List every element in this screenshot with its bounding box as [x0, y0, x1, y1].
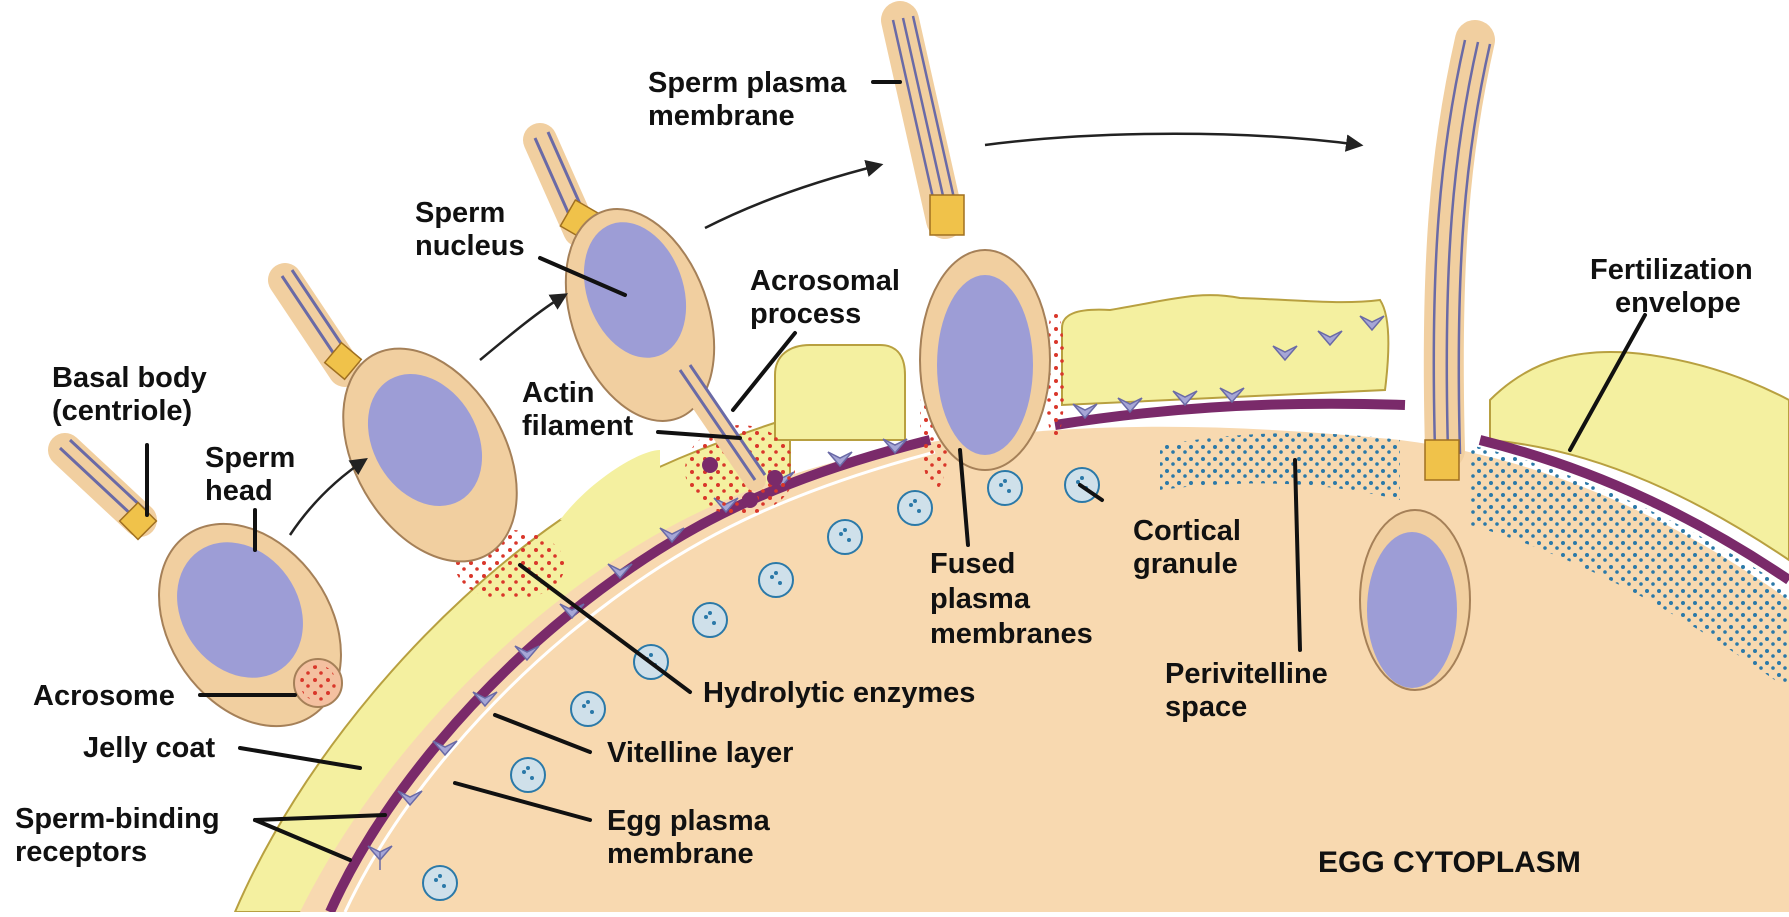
label-fused-plasma-membranes: Fused — [930, 548, 1015, 580]
label-fused-plasma-membranes-2: plasma — [930, 583, 1031, 615]
label-egg-plasma-membrane: Egg plasma — [607, 805, 771, 837]
label-actin-filament: Actin — [522, 377, 595, 409]
label-sperm-binding-receptors: Sperm-binding — [15, 803, 220, 835]
label-sperm-head-2: head — [205, 475, 273, 507]
vitelline-layer — [1055, 404, 1405, 425]
label-cortical-granule-2: granule — [1133, 548, 1238, 580]
label-hydrolytic-enzymes: Hydrolytic enzymes — [703, 677, 975, 709]
label-sperm-nucleus: Sperm — [415, 197, 505, 229]
label-acrosome: Acrosome — [33, 680, 175, 712]
jelly-coat-block — [775, 345, 905, 440]
jelly-coat-block — [560, 450, 660, 520]
label-fertilization-envelope: Fertilization — [1590, 254, 1753, 286]
label-basal-body: Basal body — [52, 362, 207, 394]
label-perivitelline-space-2: space — [1165, 691, 1247, 723]
label-fertilization-envelope-2: envelope — [1615, 287, 1741, 319]
label-perivitelline-space: Perivitelline — [1165, 658, 1328, 690]
sperm-4 — [893, 16, 1050, 470]
label-actin-filament-2: filament — [522, 410, 634, 442]
jelly-coat-block — [1062, 295, 1388, 405]
label-vitelline-layer: Vitelline layer — [607, 737, 793, 769]
label-egg-cytoplasm: EGG CYTOPLASM — [1318, 846, 1581, 879]
label-jelly-coat: Jelly coat — [83, 732, 216, 764]
label-sperm-head: Sperm — [205, 442, 295, 474]
sperm-tail — [65, 450, 140, 520]
label-sperm-nucleus-2: nucleus — [415, 230, 525, 262]
label-acrosomal-process: Acrosomal — [750, 265, 900, 297]
label-acrosomal-process-2: process — [750, 298, 861, 330]
label-fused-plasma-membranes-3: membranes — [930, 618, 1093, 650]
label-sperm-binding-receptors-2: receptors — [15, 836, 147, 868]
label-egg-plasma-membrane-2: membrane — [607, 838, 754, 870]
label-cortical-granule: Cortical — [1133, 515, 1241, 547]
label-basal-body-2: (centriole) — [52, 395, 192, 427]
label-sperm-plasma-membrane: Sperm plasma — [648, 67, 847, 99]
label-sperm-plasma-membrane-2: membrane — [648, 100, 795, 132]
